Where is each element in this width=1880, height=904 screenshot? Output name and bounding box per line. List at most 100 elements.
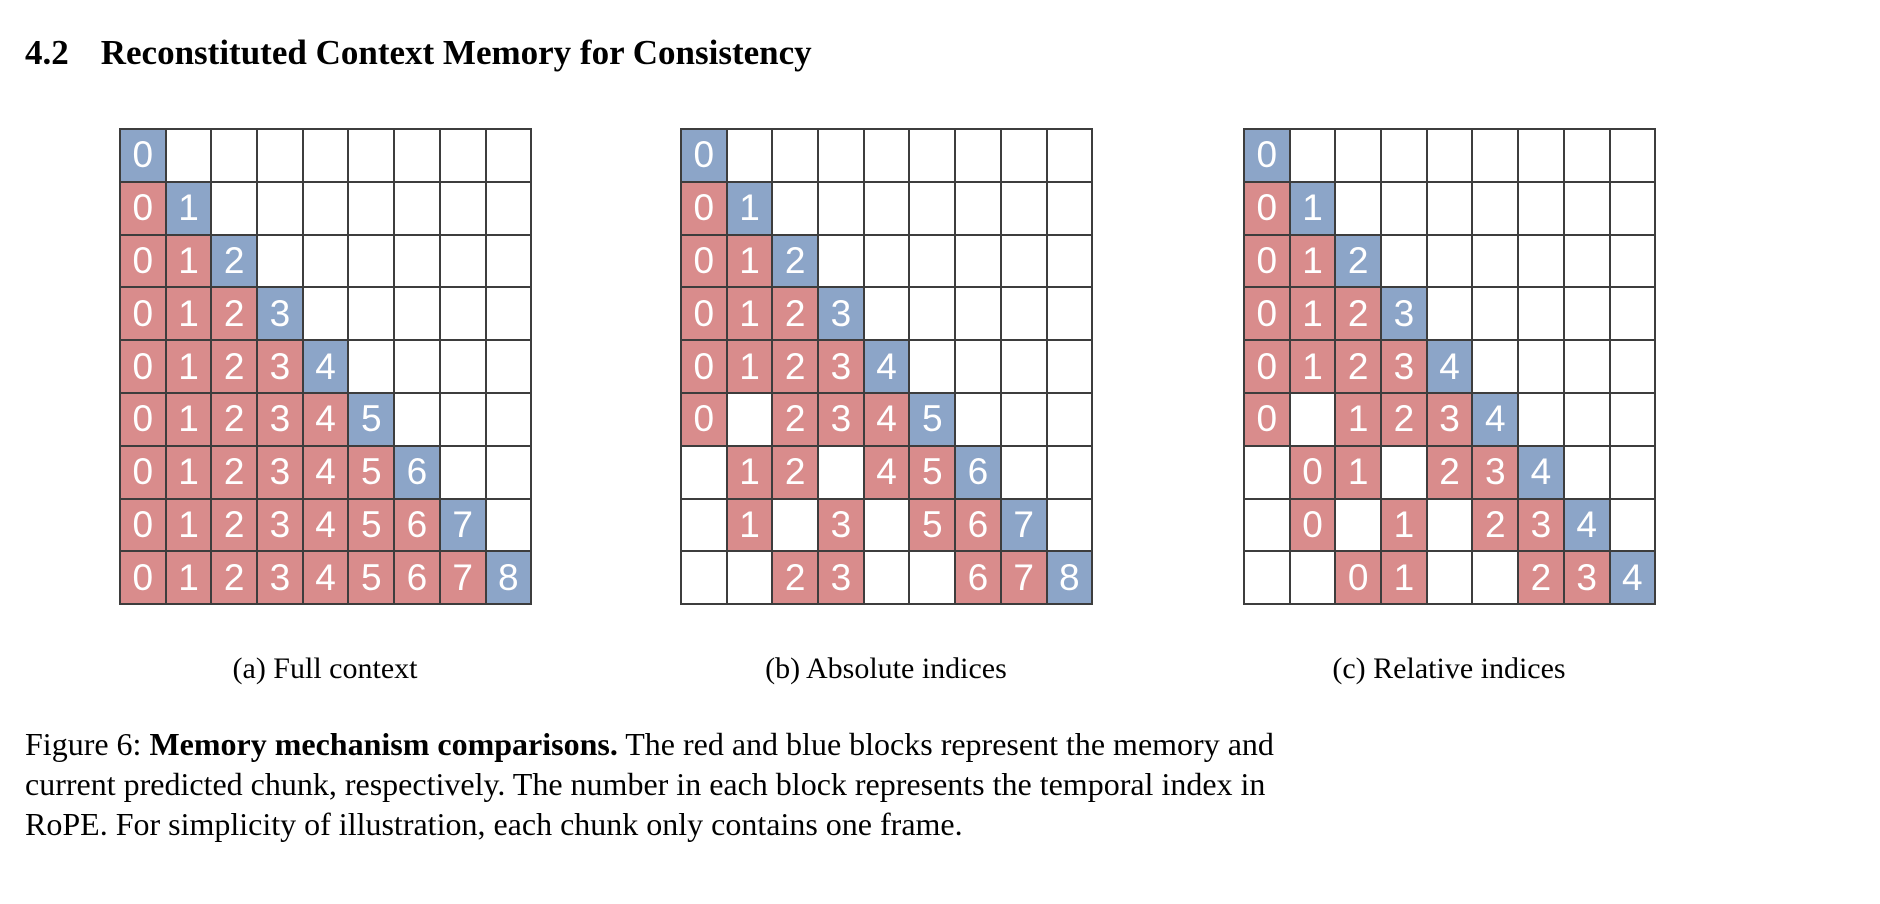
empty-cell <box>818 445 864 499</box>
empty-cell <box>1426 498 1473 552</box>
subcaption-b: (b) Absolute indices <box>765 652 1007 686</box>
empty-cell <box>955 181 1001 235</box>
subcaption-a: (a) Full context <box>232 652 418 686</box>
empty-cell <box>955 340 1001 393</box>
empty-cell <box>165 129 212 182</box>
memory-cell: 0 <box>1289 445 1336 499</box>
empty-cell <box>1381 445 1427 499</box>
current-chunk-cell: 4 <box>1426 340 1473 393</box>
memory-cell: 0 <box>120 445 166 499</box>
empty-cell <box>1289 129 1336 182</box>
empty-cell <box>302 129 349 182</box>
empty-cell <box>681 445 727 499</box>
current-chunk-cell: 0 <box>120 129 166 182</box>
memory-cell: 3 <box>818 551 864 605</box>
empty-cell <box>818 234 864 288</box>
empty-cell <box>1609 129 1656 182</box>
empty-cell <box>1609 340 1656 393</box>
memory-cell: 0 <box>1335 551 1382 605</box>
current-chunk-cell: 8 <box>1046 551 1093 605</box>
empty-cell <box>955 129 1001 182</box>
memory-cell: 0 <box>120 181 166 235</box>
memory-cell: 2 <box>1518 551 1564 605</box>
empty-cell <box>1000 445 1047 499</box>
empty-cell <box>772 181 819 235</box>
empty-cell <box>909 129 956 182</box>
memory-cell: 2 <box>772 445 819 499</box>
current-chunk-cell: 0 <box>1244 129 1290 182</box>
memory-cell: 1 <box>165 287 212 341</box>
memory-cell: 2 <box>211 287 258 341</box>
current-chunk-cell: 3 <box>818 287 864 341</box>
memory-cell: 0 <box>120 551 166 605</box>
empty-cell <box>772 498 819 552</box>
empty-cell <box>485 287 532 341</box>
memory-cell: 1 <box>1335 445 1382 499</box>
memory-cell: 0 <box>120 234 166 288</box>
memory-cell: 3 <box>257 498 303 552</box>
memory-cell: 6 <box>955 551 1001 605</box>
empty-cell <box>1609 498 1656 552</box>
memory-cell: 2 <box>1472 498 1519 552</box>
memory-cell: 0 <box>681 181 727 235</box>
memory-cell: 0 <box>1244 340 1290 393</box>
memory-cell: 0 <box>681 392 727 446</box>
empty-cell <box>1472 287 1519 341</box>
memory-cell: 7 <box>439 551 486 605</box>
empty-cell <box>1426 287 1473 341</box>
empty-cell <box>1381 181 1427 235</box>
memory-cell: 1 <box>165 340 212 393</box>
memory-cell: 0 <box>1289 498 1336 552</box>
memory-cell: 1 <box>726 340 773 393</box>
empty-cell <box>1518 392 1564 446</box>
empty-cell <box>1518 340 1564 393</box>
empty-cell <box>439 287 486 341</box>
memory-cell: 2 <box>211 551 258 605</box>
memory-cell: 2 <box>1381 392 1427 446</box>
empty-cell <box>1000 287 1047 341</box>
memory-cell: 0 <box>681 287 727 341</box>
empty-cell <box>211 181 258 235</box>
empty-cell <box>1335 129 1382 182</box>
empty-cell <box>1046 445 1093 499</box>
empty-cell <box>1518 234 1564 288</box>
current-chunk-cell: 4 <box>302 340 349 393</box>
empty-cell <box>1426 551 1473 605</box>
figure-caption-line3: RoPE. For simplicity of illustration, ea… <box>25 806 963 842</box>
empty-cell <box>818 129 864 182</box>
memory-cell: 1 <box>726 498 773 552</box>
memory-cell: 3 <box>1472 445 1519 499</box>
current-chunk-cell: 7 <box>1000 498 1047 552</box>
empty-cell <box>348 234 395 288</box>
memory-cell: 1 <box>1381 551 1427 605</box>
empty-cell <box>1472 340 1519 393</box>
empty-cell <box>1609 181 1656 235</box>
empty-cell <box>909 234 956 288</box>
empty-cell <box>348 129 395 182</box>
current-chunk-cell: 1 <box>726 181 773 235</box>
empty-cell <box>1518 287 1564 341</box>
empty-cell <box>485 129 532 182</box>
memory-cell: 2 <box>772 551 819 605</box>
empty-cell <box>955 287 1001 341</box>
empty-cell <box>772 129 819 182</box>
memory-cell: 0 <box>120 340 166 393</box>
memory-cell: 0 <box>681 340 727 393</box>
memory-cell: 2 <box>211 498 258 552</box>
empty-cell <box>863 551 910 605</box>
empty-cell <box>818 181 864 235</box>
empty-cell <box>1426 181 1473 235</box>
empty-cell <box>909 551 956 605</box>
empty-cell <box>1609 234 1656 288</box>
memory-cell: 2 <box>772 340 819 393</box>
empty-cell <box>1563 340 1610 393</box>
empty-cell <box>1518 129 1564 182</box>
empty-cell <box>394 392 440 446</box>
empty-cell <box>1381 129 1427 182</box>
empty-cell <box>485 498 532 552</box>
memory-cell: 1 <box>1289 340 1336 393</box>
empty-cell <box>909 340 956 393</box>
memory-cell: 2 <box>1426 445 1473 499</box>
figure-caption-line1: The red and blue blocks represent the me… <box>625 726 1274 762</box>
